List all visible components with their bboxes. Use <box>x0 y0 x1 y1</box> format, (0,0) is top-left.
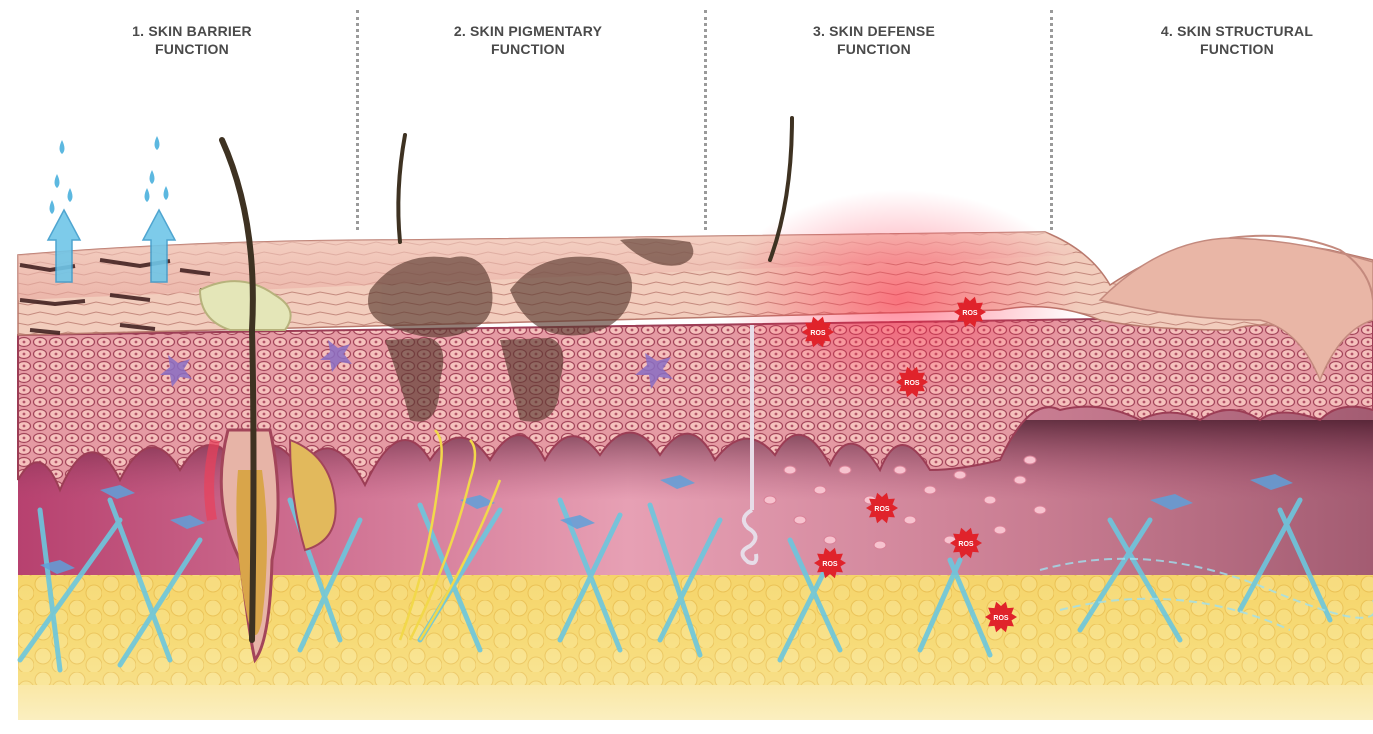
ros-label: ROS <box>904 380 920 387</box>
ros-burst-icon: ROS <box>800 314 836 350</box>
ros-burst-icon: ROS <box>948 525 984 561</box>
section-title-barrier: 1. SKIN BARRIER FUNCTION <box>82 22 302 58</box>
ros-label: ROS <box>993 615 1009 622</box>
hair-icon-2 <box>398 135 405 242</box>
ros-burst-icon: ROS <box>812 545 848 581</box>
ros-label: ROS <box>962 310 978 317</box>
ros-burst-icon: ROS <box>894 364 930 400</box>
section-title-pigmentary: 2. SKIN PIGMENTARY FUNCTION <box>418 22 638 58</box>
ros-label: ROS <box>874 506 890 513</box>
ros-label: ROS <box>822 561 838 568</box>
water-drop-icons <box>50 136 169 214</box>
ros-label: ROS <box>810 330 826 337</box>
ros-burst-icon: ROS <box>864 490 900 526</box>
section-title-structural: 4. SKIN STRUCTURAL FUNCTION <box>1127 22 1347 58</box>
ros-label: ROS <box>958 541 974 548</box>
ros-burst-icon: ROS <box>952 294 988 330</box>
section-divider-3 <box>1050 10 1053 230</box>
section-divider-1 <box>356 10 359 230</box>
section-divider-2 <box>704 10 707 230</box>
ros-burst-icon: ROS <box>983 599 1019 635</box>
section-title-defense: 3. SKIN DEFENSE FUNCTION <box>764 22 984 58</box>
